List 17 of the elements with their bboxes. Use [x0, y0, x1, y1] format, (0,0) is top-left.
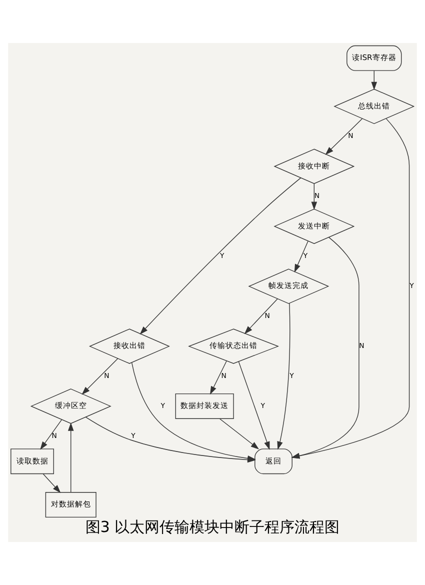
arrow — [244, 298, 278, 334]
arrow — [68, 422, 74, 493]
arrow — [42, 474, 61, 494]
arrow — [82, 358, 118, 395]
arrow — [291, 236, 360, 459]
caption: 图3 以太网传输模块中断子程序流程图 — [85, 518, 340, 536]
arrow — [140, 177, 302, 334]
arrow — [325, 118, 363, 155]
arrow — [311, 183, 318, 210]
arrow — [238, 361, 270, 450]
arrow — [291, 118, 410, 459]
arrow — [294, 240, 308, 273]
arrow — [277, 302, 290, 450]
arrow — [371, 70, 378, 90]
arrow — [40, 419, 62, 450]
arrow — [210, 360, 227, 395]
arrow — [220, 418, 260, 450]
